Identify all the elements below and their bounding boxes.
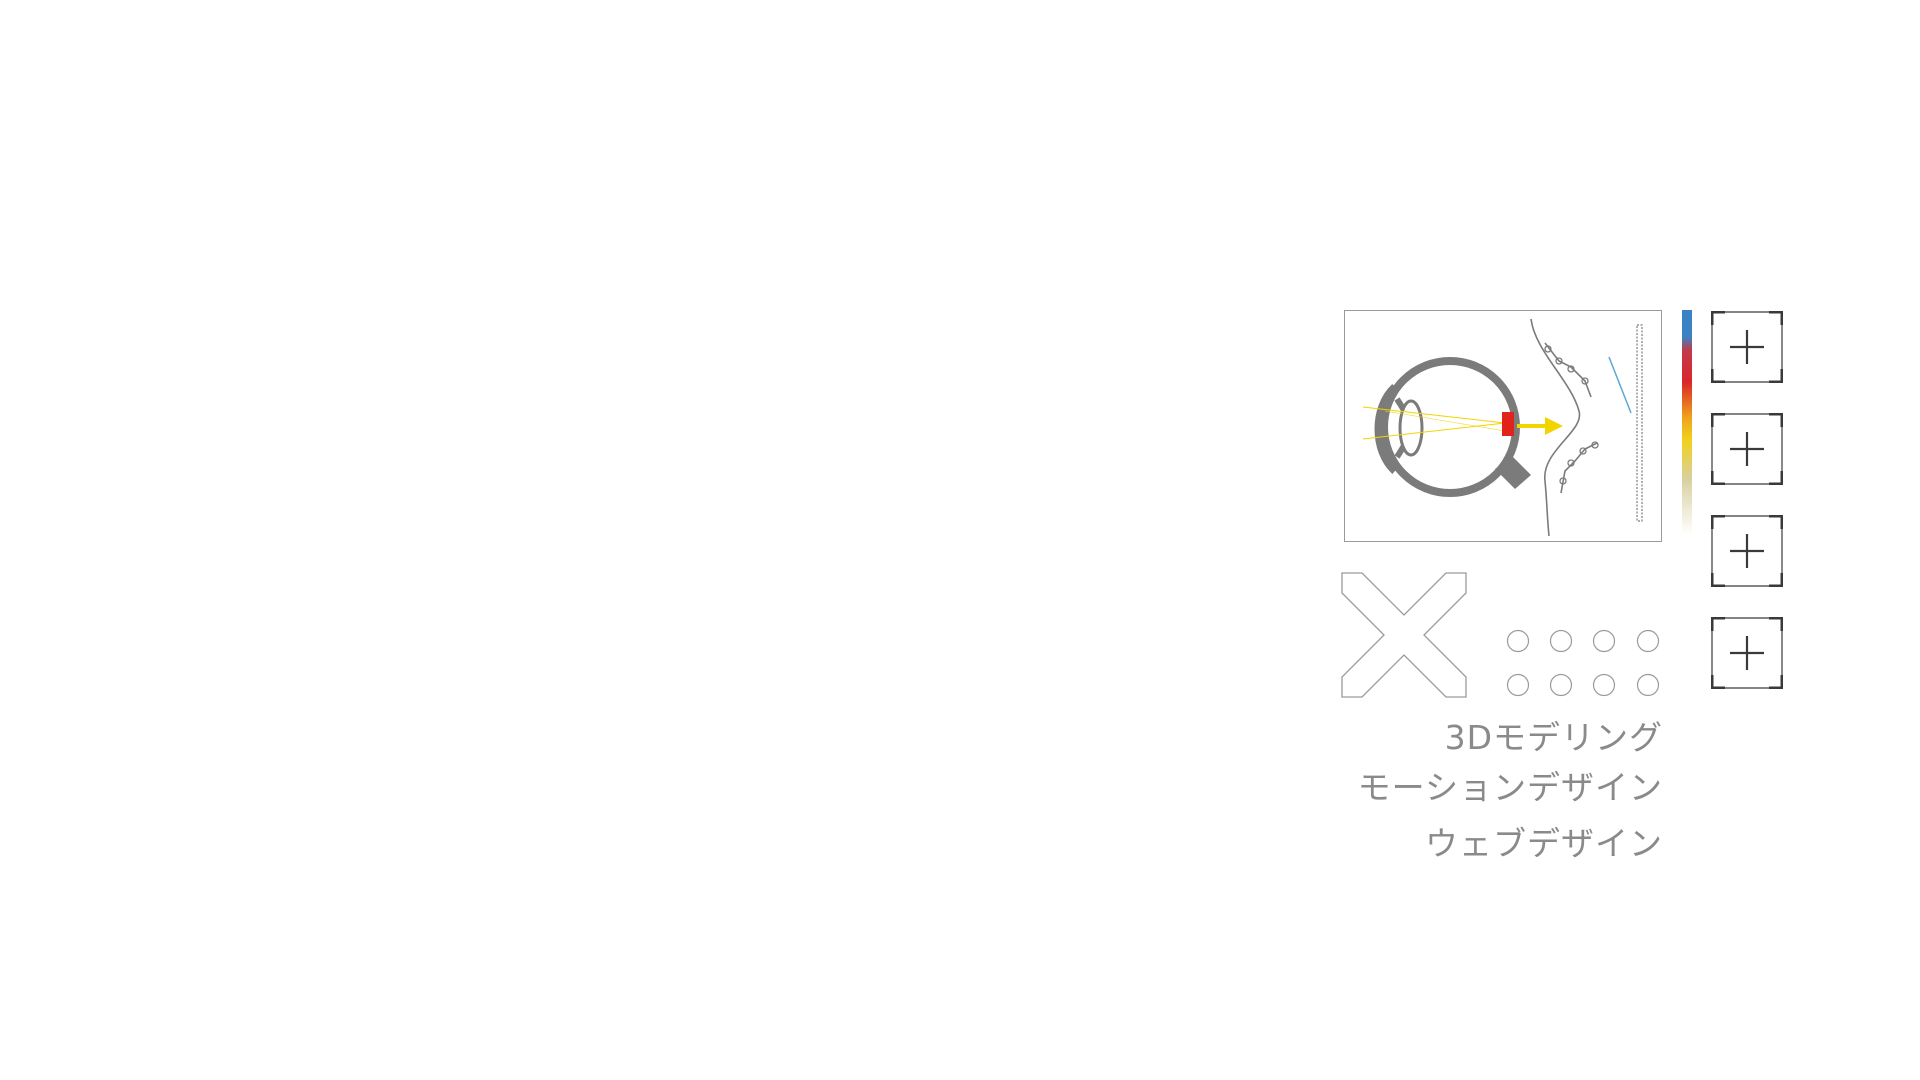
eye-diagram-icon bbox=[1362, 318, 1643, 537]
crosshair-button-1[interactable] bbox=[1710, 310, 1784, 384]
crosshair-plus-icon bbox=[1710, 616, 1784, 690]
menu-item-motion-design[interactable]: モーションデザイン bbox=[1357, 768, 1663, 807]
crosshair-plus-icon bbox=[1710, 412, 1784, 486]
crosshair-button-4[interactable] bbox=[1710, 616, 1784, 690]
eye-diagram-panel bbox=[1344, 310, 1662, 542]
color-gradient-bar bbox=[1682, 310, 1692, 535]
x-outline-icon bbox=[1341, 572, 1467, 698]
crosshair-button-2[interactable] bbox=[1710, 412, 1784, 486]
menu-item-web-design[interactable]: ウェブデザイン bbox=[1425, 824, 1663, 863]
crosshair-button-3[interactable] bbox=[1710, 514, 1784, 588]
menu-item-3d-modeling[interactable]: 3Dモデリング bbox=[1444, 718, 1663, 757]
dot-grid-icon bbox=[1505, 628, 1665, 704]
crosshair-plus-icon bbox=[1710, 514, 1784, 588]
crosshair-plus-icon bbox=[1710, 310, 1784, 384]
